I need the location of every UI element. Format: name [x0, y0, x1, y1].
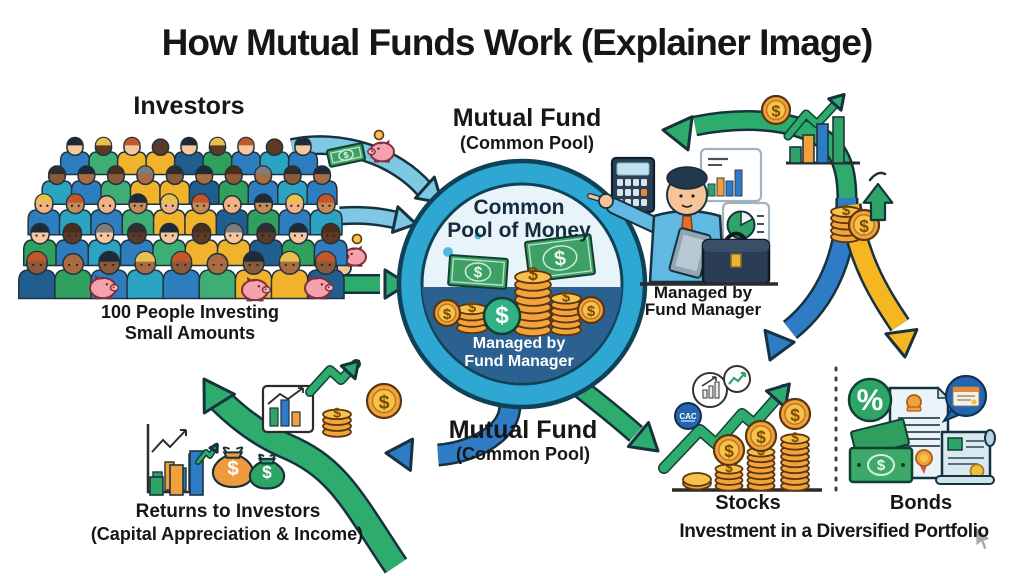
bonds-illustration: %$	[847, 374, 996, 485]
mouse-cursor	[975, 526, 991, 551]
mutual-fund-top-heading: Mutual Fund	[452, 104, 602, 132]
investors-caption-line1: 100 People Investing	[100, 302, 280, 322]
svg-text:$: $	[790, 405, 800, 425]
investors-caption-line2: Small Amounts	[124, 323, 256, 343]
manager-caption-line2: Fund Manager	[644, 300, 762, 319]
pool-managed-line1: Managed by	[472, 335, 566, 352]
mutual-fund-top-sub: (Common Pool)	[460, 133, 594, 153]
svg-text:$: $	[379, 392, 390, 414]
svg-text:$: $	[333, 404, 341, 420]
svg-text:%: %	[857, 384, 884, 417]
svg-text:$: $	[495, 302, 509, 329]
mutual-fund-bottom-sub: (Common Pool)	[456, 444, 590, 464]
growth-cluster: $ $ $	[760, 93, 894, 243]
svg-text:$: $	[724, 441, 734, 461]
svg-text:$: $	[553, 247, 568, 271]
svg-text:$: $	[756, 427, 766, 447]
page-title: How Mutual Funds Work (Explainer Image)	[161, 22, 874, 63]
svg-text:$: $	[859, 216, 869, 236]
portfolio-caption: Investment in a Diversified Portfolio	[679, 521, 989, 542]
svg-text:$: $	[587, 303, 596, 320]
svg-text:$: $	[791, 429, 799, 445]
mutual-fund-bottom-heading: Mutual Fund	[448, 416, 598, 444]
svg-text:$: $	[772, 102, 781, 120]
pool-label-line2: Pool of Money	[447, 219, 591, 242]
svg-text:$: $	[343, 150, 350, 161]
svg-text:$: $	[842, 202, 851, 219]
svg-text:$: $	[473, 264, 483, 282]
stocks-illustration: $$$$$$CAC	[658, 365, 822, 492]
returns-caption-line2: (Capital Appreciation & Income)	[90, 524, 364, 544]
stocks-label: Stocks	[715, 492, 781, 514]
svg-text:$: $	[725, 460, 733, 475]
svg-text:CAC: CAC	[679, 412, 697, 421]
investors-heading: Investors	[133, 92, 245, 120]
svg-text:$: $	[262, 462, 272, 482]
investor-crowd	[18, 136, 348, 302]
bonds-label: Bonds	[889, 492, 953, 514]
svg-text:$: $	[227, 458, 239, 480]
svg-text:$: $	[468, 299, 477, 316]
returns-illustration: $ $ $ $	[146, 359, 403, 496]
returns-caption-line1: Returns to Investors	[135, 501, 321, 522]
manager-caption-line1: Managed by	[653, 283, 753, 302]
pool-managed-line2: Fund Manager	[464, 353, 574, 370]
svg-text:$: $	[562, 289, 571, 306]
svg-text:$: $	[528, 264, 538, 284]
mutual-fund-circle: $ $ $ $ $ $ $ $	[396, 158, 648, 410]
fund-manager	[587, 147, 778, 286]
pool-label-line1: Common	[473, 196, 565, 219]
svg-text:$: $	[877, 457, 886, 474]
svg-text:$: $	[443, 306, 452, 323]
